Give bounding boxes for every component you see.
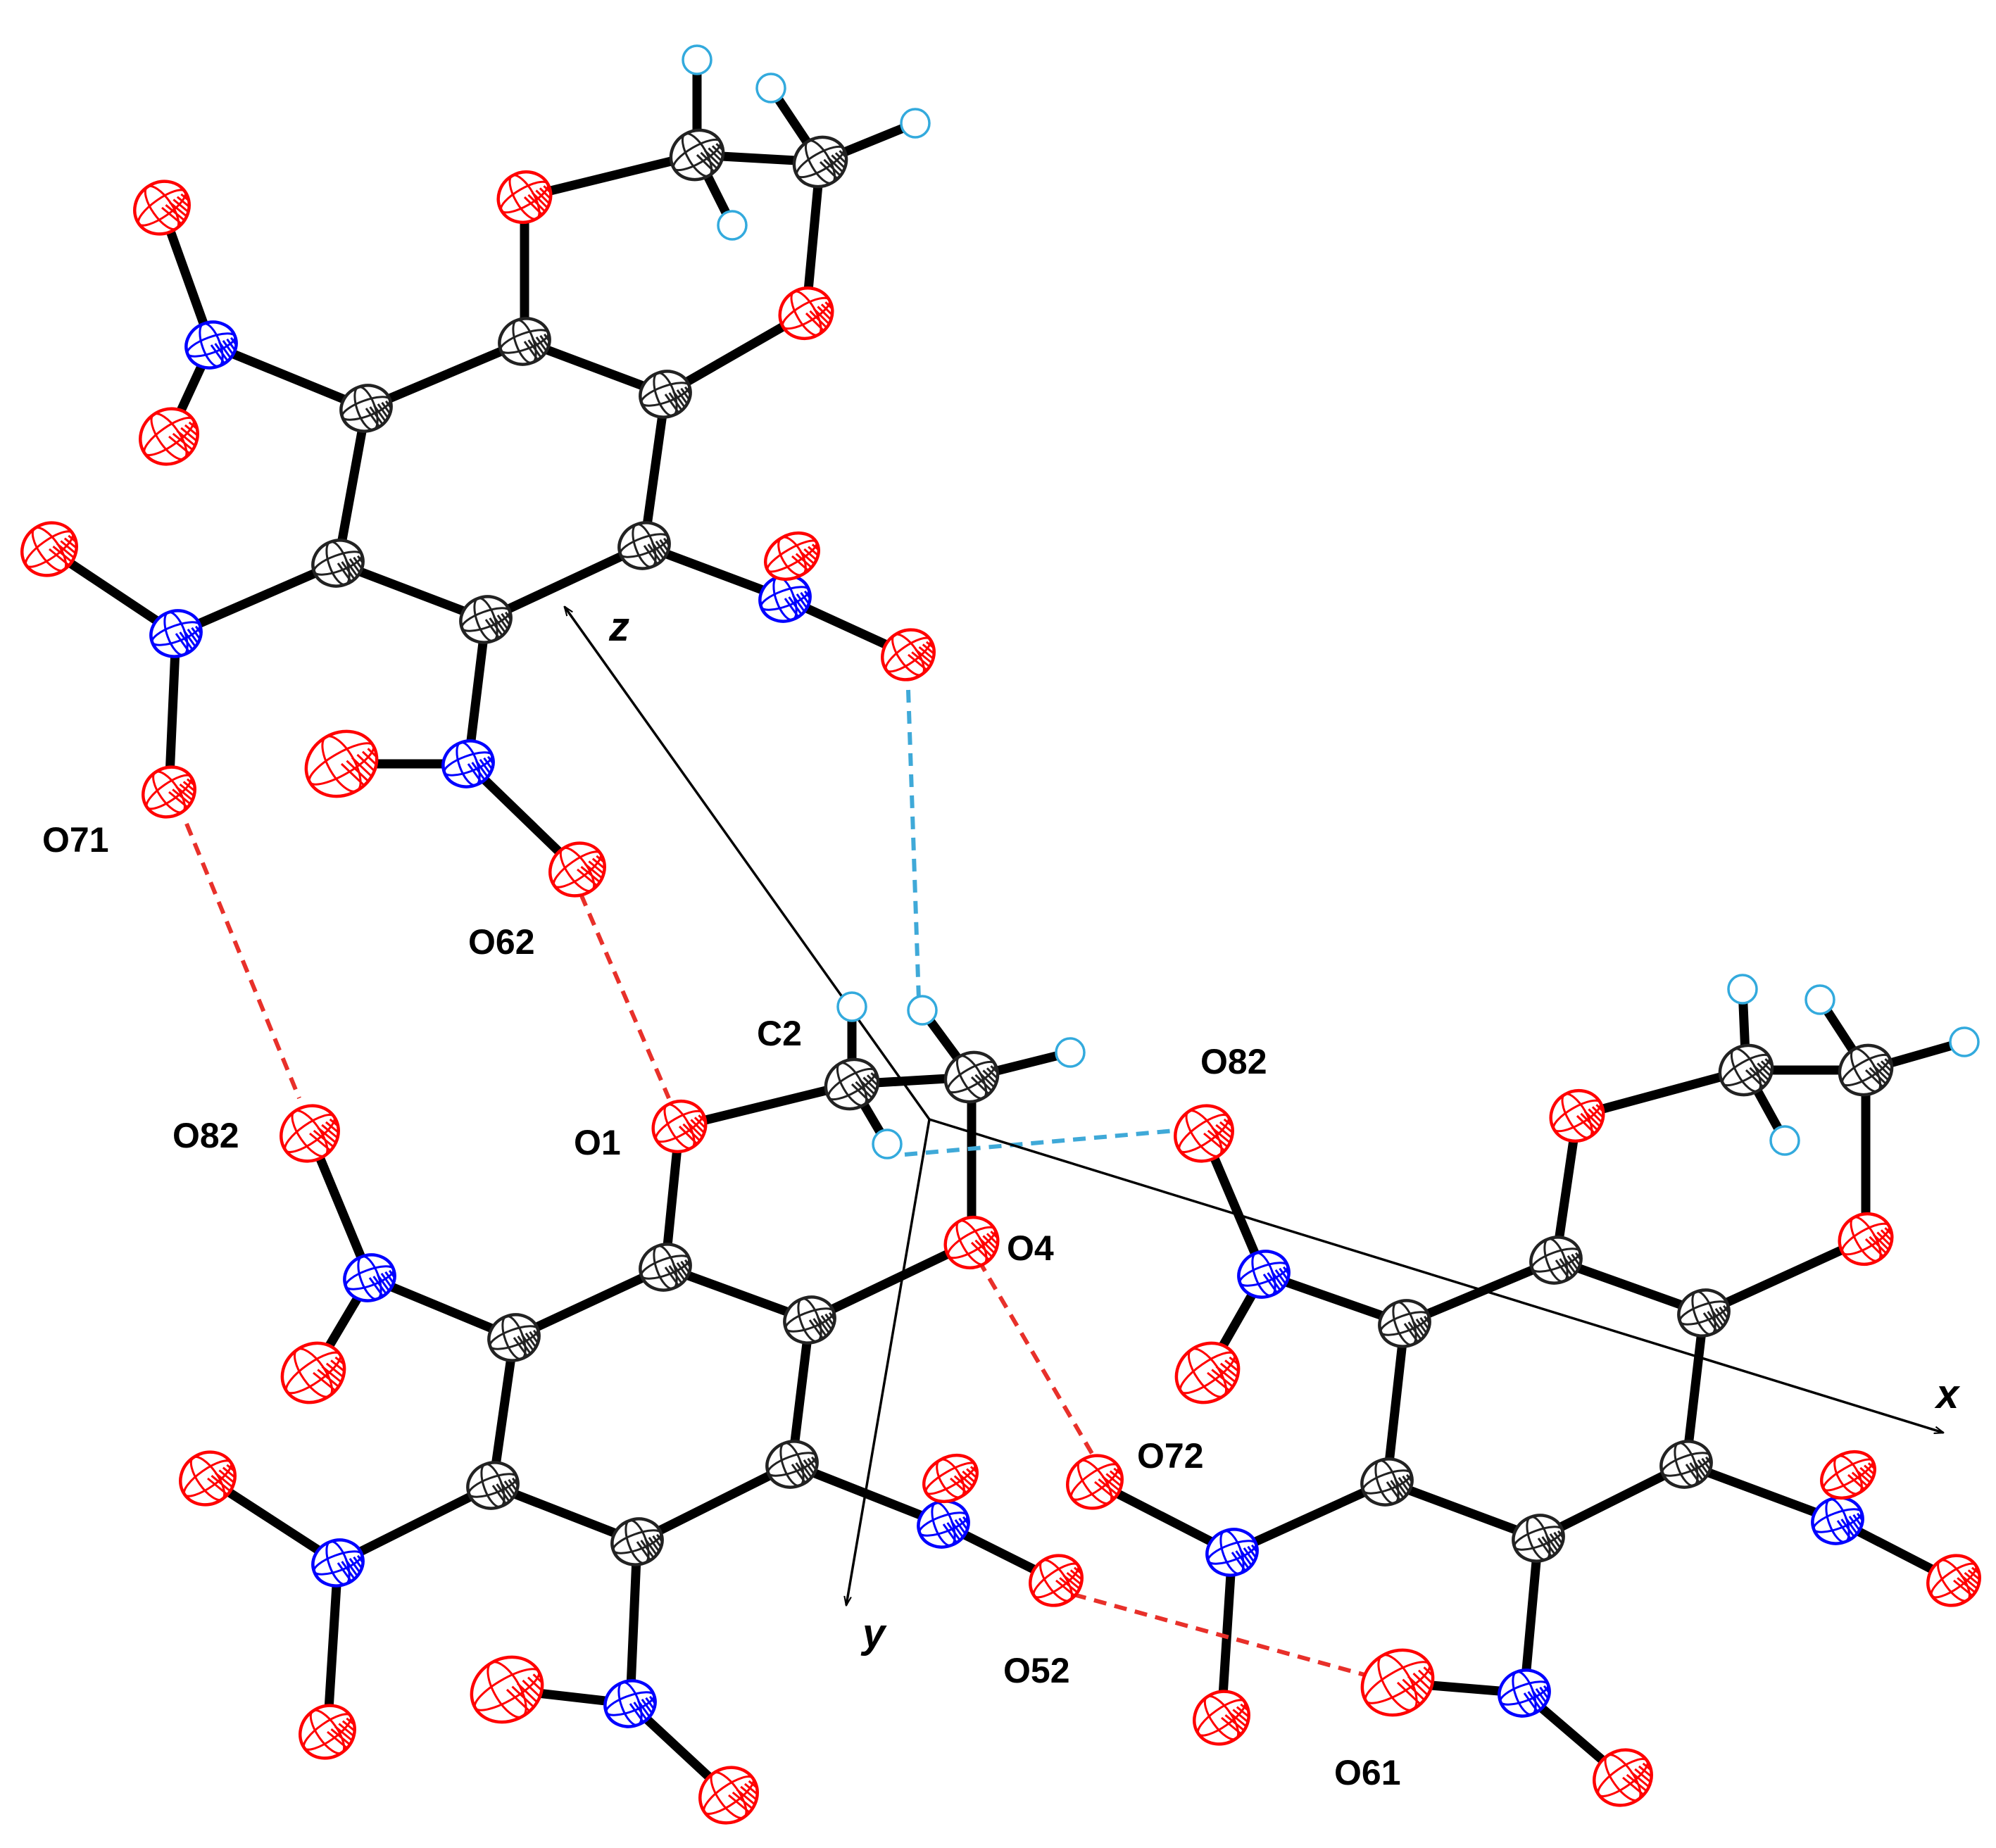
carbon-atom [487, 1313, 546, 1362]
hydrogen-atom [717, 210, 748, 241]
oxygen-atom [881, 628, 944, 681]
axis-label-y: y [860, 1611, 887, 1657]
carbon-atom [639, 370, 697, 419]
carbon-atom [639, 1243, 697, 1292]
hydrogen-atom [900, 108, 931, 139]
oxygen-atom [470, 1655, 555, 1724]
label-o4: O4 [1007, 1228, 1054, 1268]
hydrogen-atom [682, 44, 713, 75]
carbon-atom [1512, 1514, 1570, 1563]
label-o72: O72 [1137, 1436, 1204, 1476]
oxygen-atom [1174, 1104, 1244, 1163]
label-c2: C2 [757, 1014, 802, 1053]
oxygen-atom [179, 1450, 246, 1507]
hydrogen-atom [836, 991, 867, 1022]
oxygen-atom [1549, 1088, 1613, 1143]
nitrogen-atom [917, 1500, 975, 1549]
carbon-atom [339, 384, 398, 433]
hbond-o4-o72 [977, 1259, 1100, 1466]
nitrogen-atom [184, 320, 243, 370]
oxygen-atom [496, 170, 560, 225]
oxygen-atom [1360, 1648, 1445, 1717]
axis-label-z: z [608, 604, 629, 650]
nitrogen-atom [343, 1253, 401, 1302]
oxygen-atom [304, 729, 389, 798]
axis-z-arrow [565, 607, 931, 1121]
oxygen-atom [1029, 1554, 1092, 1607]
carbon-atom [498, 317, 556, 366]
hydrogen-atom [755, 73, 786, 103]
axis-x-arrow [929, 1118, 1943, 1433]
hydrogen-atom [1949, 1026, 1980, 1057]
label-o82-top: O82 [1200, 1042, 1267, 1081]
carbon-atom [1838, 1043, 1901, 1097]
oxygen-atom [139, 407, 209, 466]
oxygen-atom [133, 180, 200, 236]
carbon-atom [792, 135, 855, 189]
hydrogen-atom [1055, 1037, 1086, 1068]
nitrogen-atom [1498, 1668, 1556, 1718]
oxygen-atom [1174, 1341, 1250, 1404]
hydrogen-atom [1769, 1125, 1800, 1156]
oxygen-atom [1593, 1748, 1663, 1807]
nitrogen-atom [1205, 1528, 1264, 1577]
label-o71: O71 [42, 820, 109, 860]
label-o61: O61 [1334, 1753, 1401, 1792]
oxygen-atom [1066, 1454, 1133, 1510]
oxygen-atom [1838, 1212, 1902, 1266]
carbon-atom [1378, 1299, 1436, 1348]
carbon-atom [311, 539, 370, 588]
oxygen-atom [1820, 1450, 1883, 1500]
oxygen-atom [1926, 1554, 1990, 1607]
hydrogen-atom [907, 995, 938, 1026]
oxygen-atom [280, 1104, 350, 1163]
oxygen-atom [778, 286, 842, 341]
carbon-atom [459, 595, 517, 644]
carbon-atom [617, 521, 676, 570]
nitrogen-atom [603, 1679, 662, 1728]
oxygen-atom [142, 765, 205, 819]
label-o52: O52 [1003, 1651, 1070, 1690]
oxygen-atom [764, 531, 827, 582]
carbon-atom [1659, 1440, 1718, 1489]
atoms [20, 44, 1990, 1825]
carbon-atom [783, 1295, 841, 1345]
carbon-atom [1360, 1457, 1419, 1507]
hydrogen-atom [1804, 984, 1835, 1015]
carbon-atom [824, 1057, 887, 1111]
axes-triad [565, 607, 1943, 1605]
carbon-atom [610, 1517, 669, 1566]
nitrogen-atom [149, 609, 208, 658]
carbon-atom [765, 1440, 824, 1489]
label-o82-left: O82 [172, 1116, 239, 1155]
oxygen-atom [280, 1341, 356, 1404]
hbond-h-o-top [906, 689, 921, 1000]
carbon-atom [669, 128, 732, 182]
hbond-o71-o82 [184, 822, 301, 1100]
oxygen-atom [922, 1453, 986, 1504]
label-o1: O1 [574, 1123, 621, 1162]
nitrogen-atom [311, 1538, 370, 1588]
hydrogen-atom [872, 1129, 903, 1159]
carbon-atom [1529, 1236, 1588, 1285]
hydrogen-bonds [184, 689, 1381, 1681]
hydrogen-atom [1727, 974, 1758, 1005]
nitrogen-atom [1237, 1250, 1295, 1299]
hbond-o52-o61 [1073, 1592, 1381, 1681]
carbon-atom [1677, 1288, 1735, 1338]
carbon-atom [466, 1461, 525, 1510]
nitrogen-atom [441, 739, 500, 788]
carbon-atom [1718, 1043, 1781, 1097]
oxygen-atom [651, 1099, 715, 1154]
atom-labels: O71 O62 C2 O82 O82 O1 O4 O72 O52 O61 z x… [42, 604, 1961, 1792]
label-o62: O62 [468, 922, 535, 962]
axis-label-x: x [1934, 1371, 1961, 1417]
hbond-o62-o1 [579, 893, 671, 1100]
hbond-h-o82 [904, 1128, 1184, 1157]
oxygen-atom [299, 1704, 365, 1760]
axis-y-arrow [846, 1119, 931, 1605]
